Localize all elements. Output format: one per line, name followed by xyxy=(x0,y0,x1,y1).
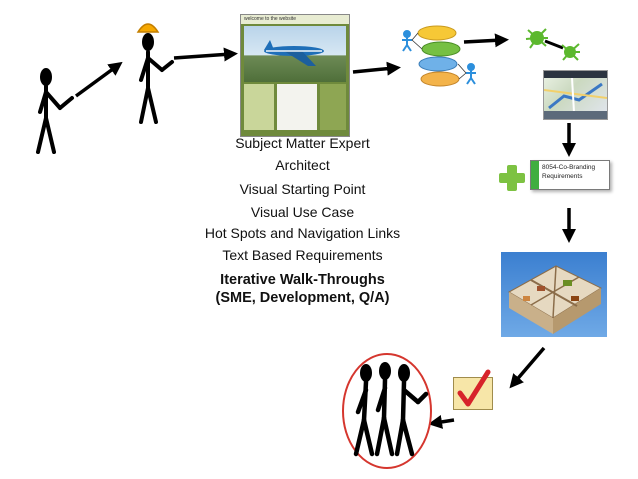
label-text-requirements: Text Based Requirements xyxy=(222,247,383,263)
website-screenshot-icon: welcome to the website xyxy=(240,14,350,137)
arrow-icon xyxy=(74,33,576,429)
airplane-photo xyxy=(244,26,346,82)
requirement-card-bar xyxy=(531,161,539,189)
label-visual-use-case: Visual Use Case xyxy=(250,204,355,220)
label-hot-spots: Hot Spots and Navigation Links xyxy=(204,225,401,241)
label-architect: Architect xyxy=(275,157,330,173)
website-header: welcome to the website xyxy=(241,15,349,24)
gps-map-icon xyxy=(543,70,608,120)
requirement-card-subtitle: Requirements xyxy=(542,172,583,180)
team-group-icon xyxy=(342,353,432,469)
requirement-card: 8054-Co-Branding Requirements xyxy=(530,160,610,190)
plus-icon xyxy=(499,165,525,191)
website-right-panel xyxy=(320,84,346,130)
3d-house-floorplan-icon xyxy=(501,252,607,337)
website-content xyxy=(277,84,317,130)
label-walkthroughs-participants: (SME, Development, Q/A) xyxy=(215,290,390,306)
label-visual-starting-point: Visual Starting Point xyxy=(239,181,366,197)
label-walkthroughs: Iterative Walk-Throughs xyxy=(220,272,385,288)
use-case-diagram-icon xyxy=(402,25,476,87)
checkmark-icon xyxy=(453,369,493,410)
label-sme: Subject Matter Expert xyxy=(235,135,370,151)
stick-figure-icon xyxy=(36,68,74,154)
virus-bug-icon xyxy=(525,28,580,61)
requirement-card-title: 8054-Co-Branding xyxy=(542,164,596,171)
hard-hat-stick-figure-icon xyxy=(136,23,174,124)
website-sidebar xyxy=(244,84,274,130)
